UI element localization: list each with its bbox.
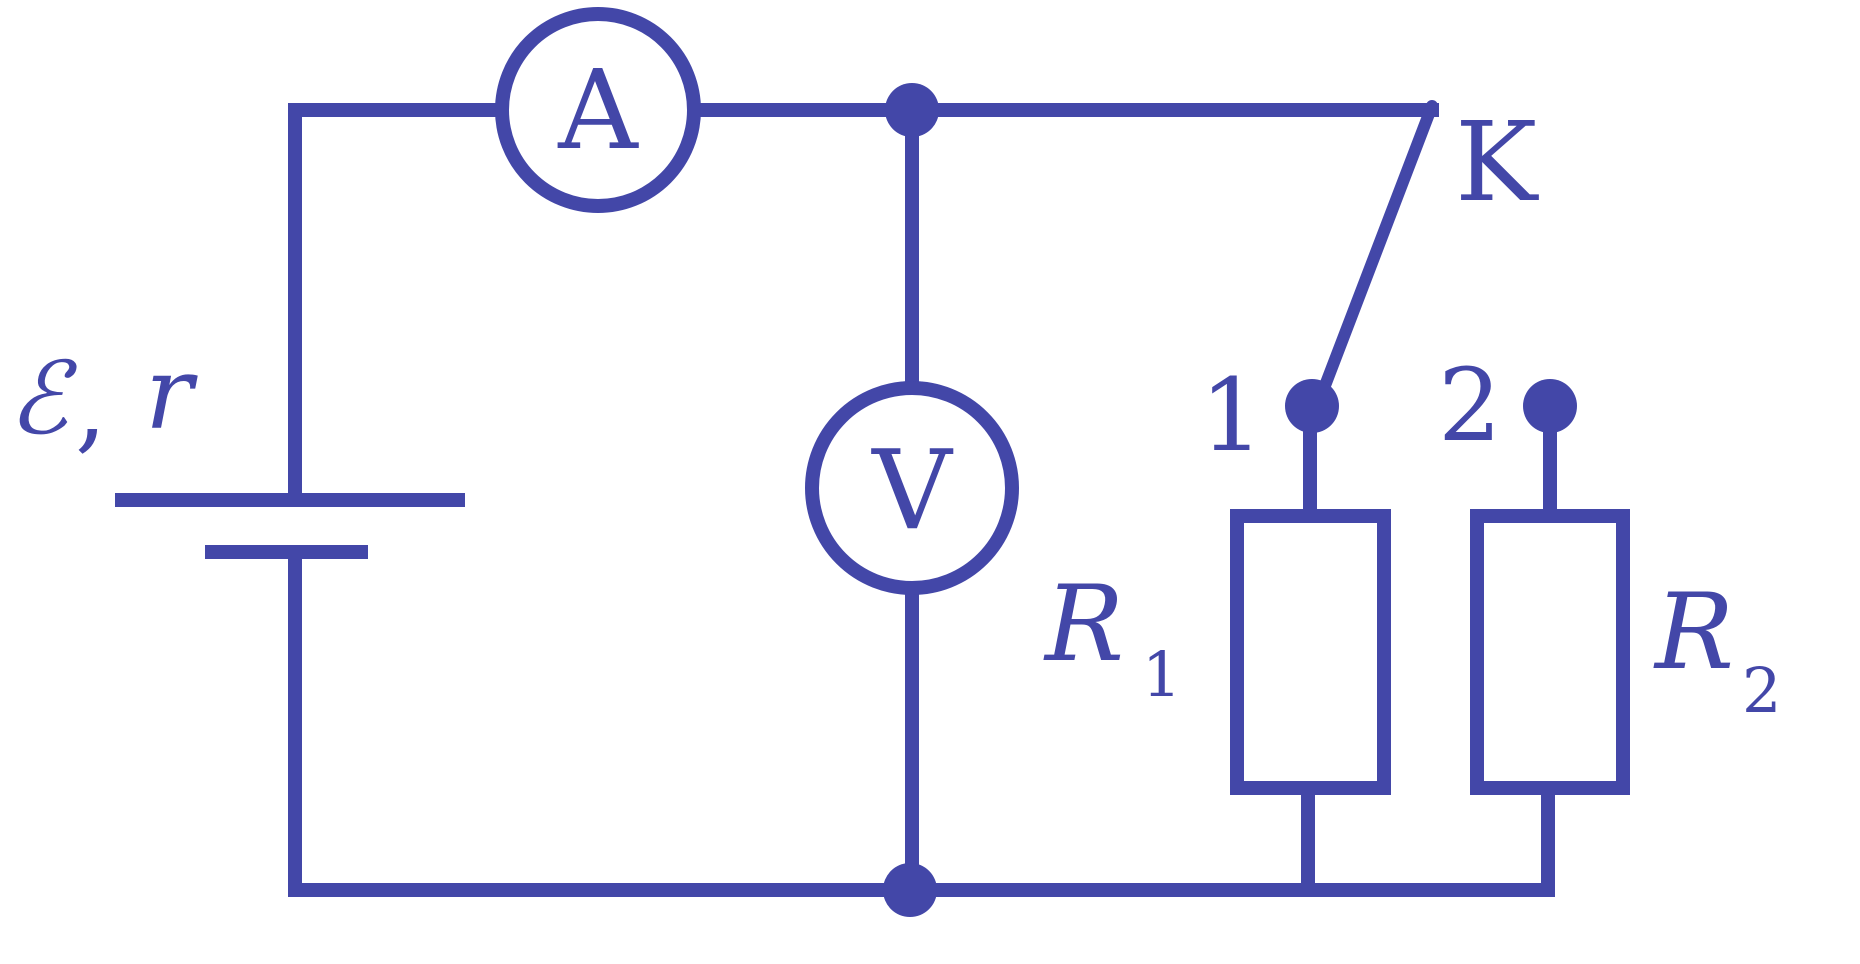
- contact-2-label: 2: [1438, 347, 1502, 464]
- r2-label: R: [1653, 571, 1734, 693]
- contact-1-node: [1285, 379, 1339, 433]
- wire-left-lower: [288, 548, 917, 897]
- switch-blade: [1312, 100, 1438, 410]
- switch-label: K: [1455, 98, 1539, 226]
- wire-bottom-node-to-r1: [903, 781, 1315, 897]
- emf-label: ℰ: [8, 340, 78, 457]
- ammeter: [495, 7, 701, 213]
- wire-r1-to-r2: [1301, 778, 1555, 897]
- contact-1-label: 1: [1200, 357, 1264, 474]
- voltmeter: [805, 381, 1019, 595]
- junction-node-top: [885, 83, 939, 137]
- r2-subscript: 2: [1742, 654, 1781, 727]
- resistor-r1: [1230, 509, 1391, 795]
- voltmeter-label: V: [870, 426, 954, 554]
- resistor-r2: [1470, 509, 1630, 795]
- r1-label: R: [1043, 563, 1124, 685]
- emf-separator: ,: [75, 347, 107, 464]
- wire-left-upper: [288, 103, 497, 507]
- contact-2-node: [1523, 379, 1577, 433]
- r1-subscript: 1: [1142, 638, 1181, 711]
- ammeter-label: A: [557, 46, 639, 174]
- junction-node-bottom: [883, 863, 937, 917]
- internal-resistance-label: r: [145, 335, 198, 452]
